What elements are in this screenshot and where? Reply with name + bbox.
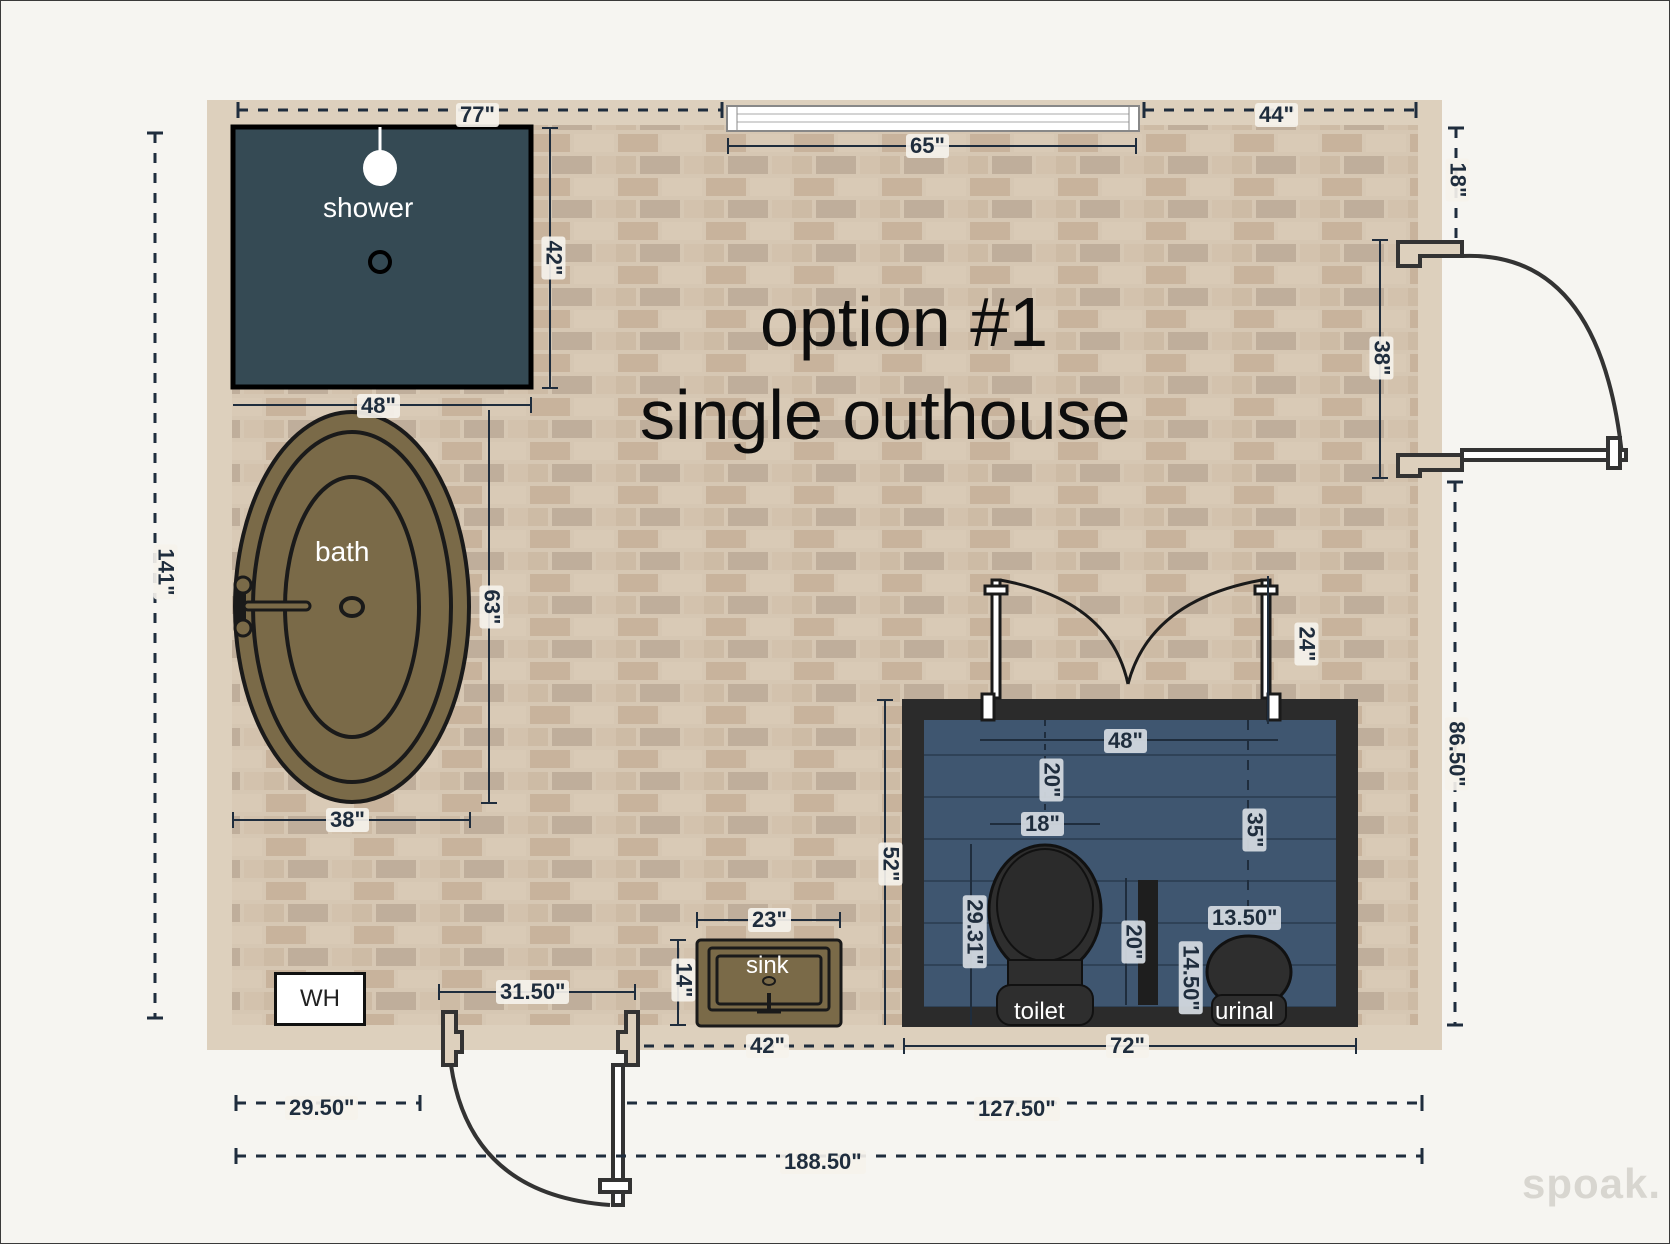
sink-label: sink [746,952,789,979]
dim-right-top: 18" [1445,158,1470,202]
dim-right-lower: 86.50" [1444,717,1470,791]
dim-sink-depth: 14" [671,958,696,1002]
bathtub [233,410,471,804]
dim-front-door: 31.50" [496,980,570,1004]
dim-toilet-width: 18" [1021,812,1064,836]
dim-top-left: 77" [456,103,499,127]
dim-window: 65" [906,134,949,158]
shower [230,124,534,390]
urinal [1205,934,1293,1026]
shower-label: shower [323,192,414,223]
plan-title-line1: option #1 [760,283,1049,361]
dim-sink-to-stall: 42" [746,1034,789,1058]
dim-top-right: 44" [1255,103,1298,127]
dim-sink-width: 23" [748,908,791,932]
dim-toilet-depth: 29.31" [962,895,988,969]
dim-partition: 20" [1121,920,1146,964]
dim-urinal-depth: 14.50" [1178,941,1204,1015]
dim-urinal-width: 13.50" [1208,906,1282,930]
dim-urinal-clear: 35" [1242,808,1267,852]
dim-bottom-right: 127.50" [974,1097,1060,1121]
urinal-label: urinal [1215,998,1274,1025]
front-door [441,1010,640,1207]
dim-stall-inner-width: 48" [1104,729,1147,753]
window [726,105,1140,132]
sink [695,938,843,1028]
dim-bottom-left: 29.50" [285,1096,359,1120]
water-heater: WH [274,972,366,1026]
dim-left-total: 141" [153,544,179,600]
side-door [1396,240,1628,478]
toilet [987,843,1103,1026]
spoak-logo: spoak. [1522,1160,1662,1207]
dim-door-right: 38" [1369,336,1394,380]
dim-bottom-total: 188.50" [780,1150,866,1174]
dim-shower-depth: 42" [541,236,566,280]
stall-doors [980,578,1282,722]
bath-label: bath [315,536,370,567]
dim-bath-width: 38" [326,808,369,832]
dim-stall-depth: 52" [878,842,903,886]
dim-bath-length: 63" [479,585,504,629]
toilet-label: toilet [1014,998,1065,1025]
plan-title-line2: single outhouse [640,376,1131,454]
dim-stall-door-gap: 24" [1294,622,1319,666]
dim-stall-top-gap: 20" [1039,758,1064,802]
dim-stall-width: 72" [1106,1034,1149,1058]
dim-shower-width: 48" [357,394,400,418]
